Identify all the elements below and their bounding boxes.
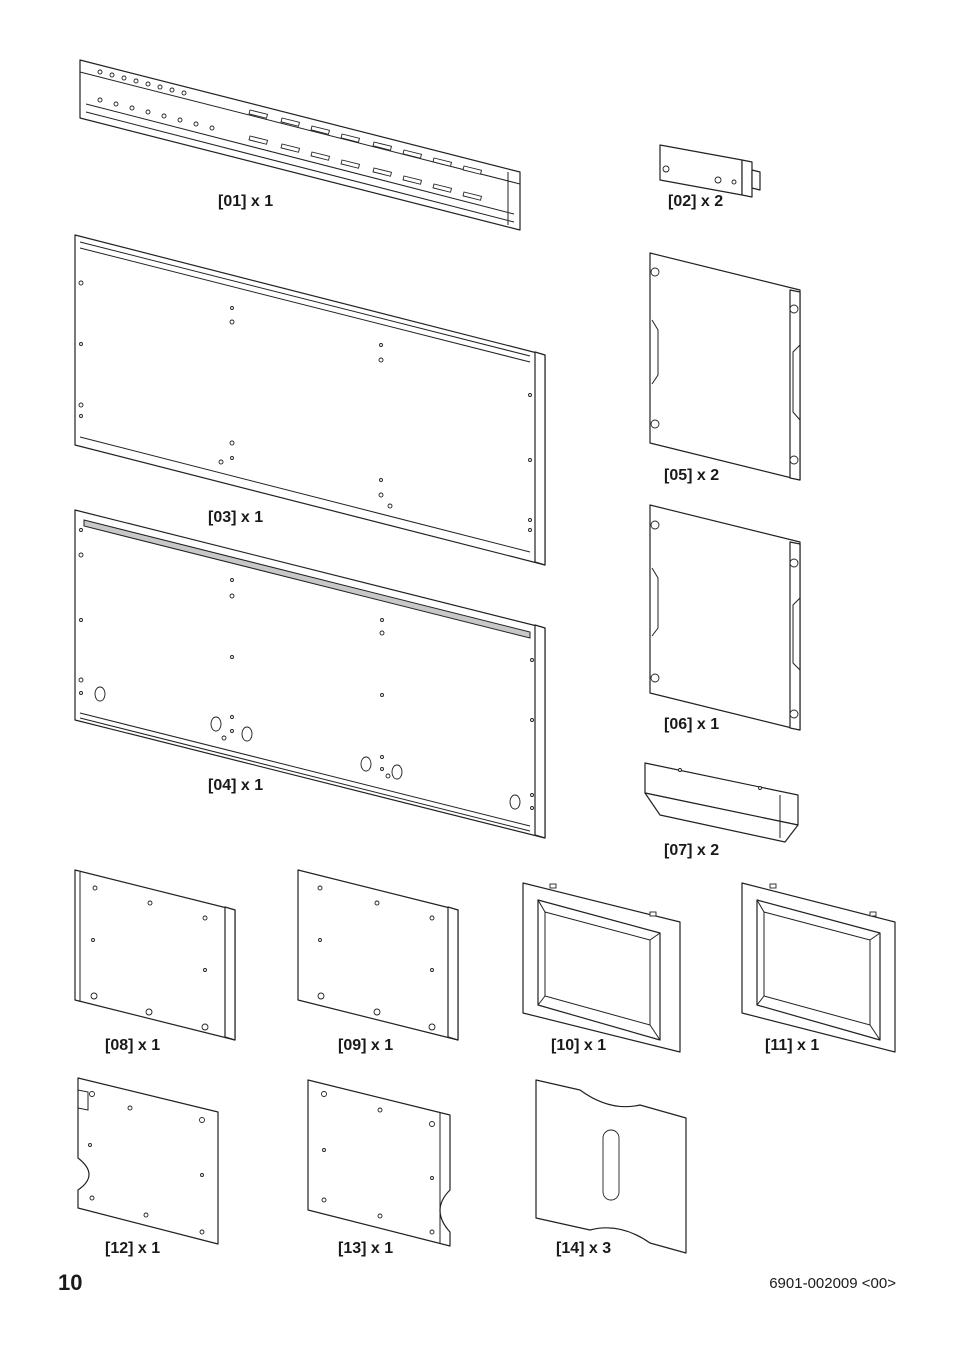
part-09-panel-drawing — [297, 869, 459, 1041]
rail-slots — [248, 109, 483, 201]
part-label-04: [04] x 1 — [208, 777, 264, 794]
part-07-block-drawing — [644, 762, 799, 843]
part-label-14: [14] x 3 — [556, 1240, 612, 1257]
part-01-rail-drawing — [79, 59, 521, 231]
part-label-05: [05] x 2 — [664, 467, 720, 484]
part-label-02: [02] x 2 — [668, 193, 724, 210]
part-12-panel-drawing — [77, 1077, 219, 1245]
part-label-10: [10] x 1 — [551, 1037, 607, 1054]
part-11-frame-drawing — [741, 882, 896, 1053]
part-02-bracket-drawing — [659, 144, 761, 198]
part-label-07: [07] x 2 — [664, 842, 720, 859]
part-label-11: [11] x 1 — [765, 1037, 820, 1054]
part-label-12: [12] x 1 — [105, 1240, 161, 1257]
part-label-01: [01] x 1 — [218, 193, 274, 210]
part-05-side-panel-drawing — [649, 252, 801, 481]
part-label-03: [03] x 1 — [208, 509, 264, 526]
part-13-panel-drawing — [307, 1079, 451, 1247]
part-14-plate-drawing — [535, 1079, 687, 1254]
rail-holes — [97, 69, 215, 131]
part-04-panel-drawing — [74, 509, 546, 839]
part-label-09: [09] x 1 — [338, 1037, 394, 1054]
part-label-08: [08] x 1 — [105, 1037, 161, 1054]
part-label-13: [13] x 1 — [338, 1240, 394, 1257]
page-number: 10 — [58, 1270, 83, 1295]
part-08-panel-drawing — [74, 869, 236, 1041]
part-10-frame-drawing — [522, 882, 681, 1053]
part-03-panel-drawing — [74, 234, 546, 566]
part-label-06: [06] x 1 — [664, 716, 720, 733]
document-code: 6901-002009 <00> — [769, 1275, 896, 1292]
part-06-side-panel-drawing — [649, 504, 801, 731]
